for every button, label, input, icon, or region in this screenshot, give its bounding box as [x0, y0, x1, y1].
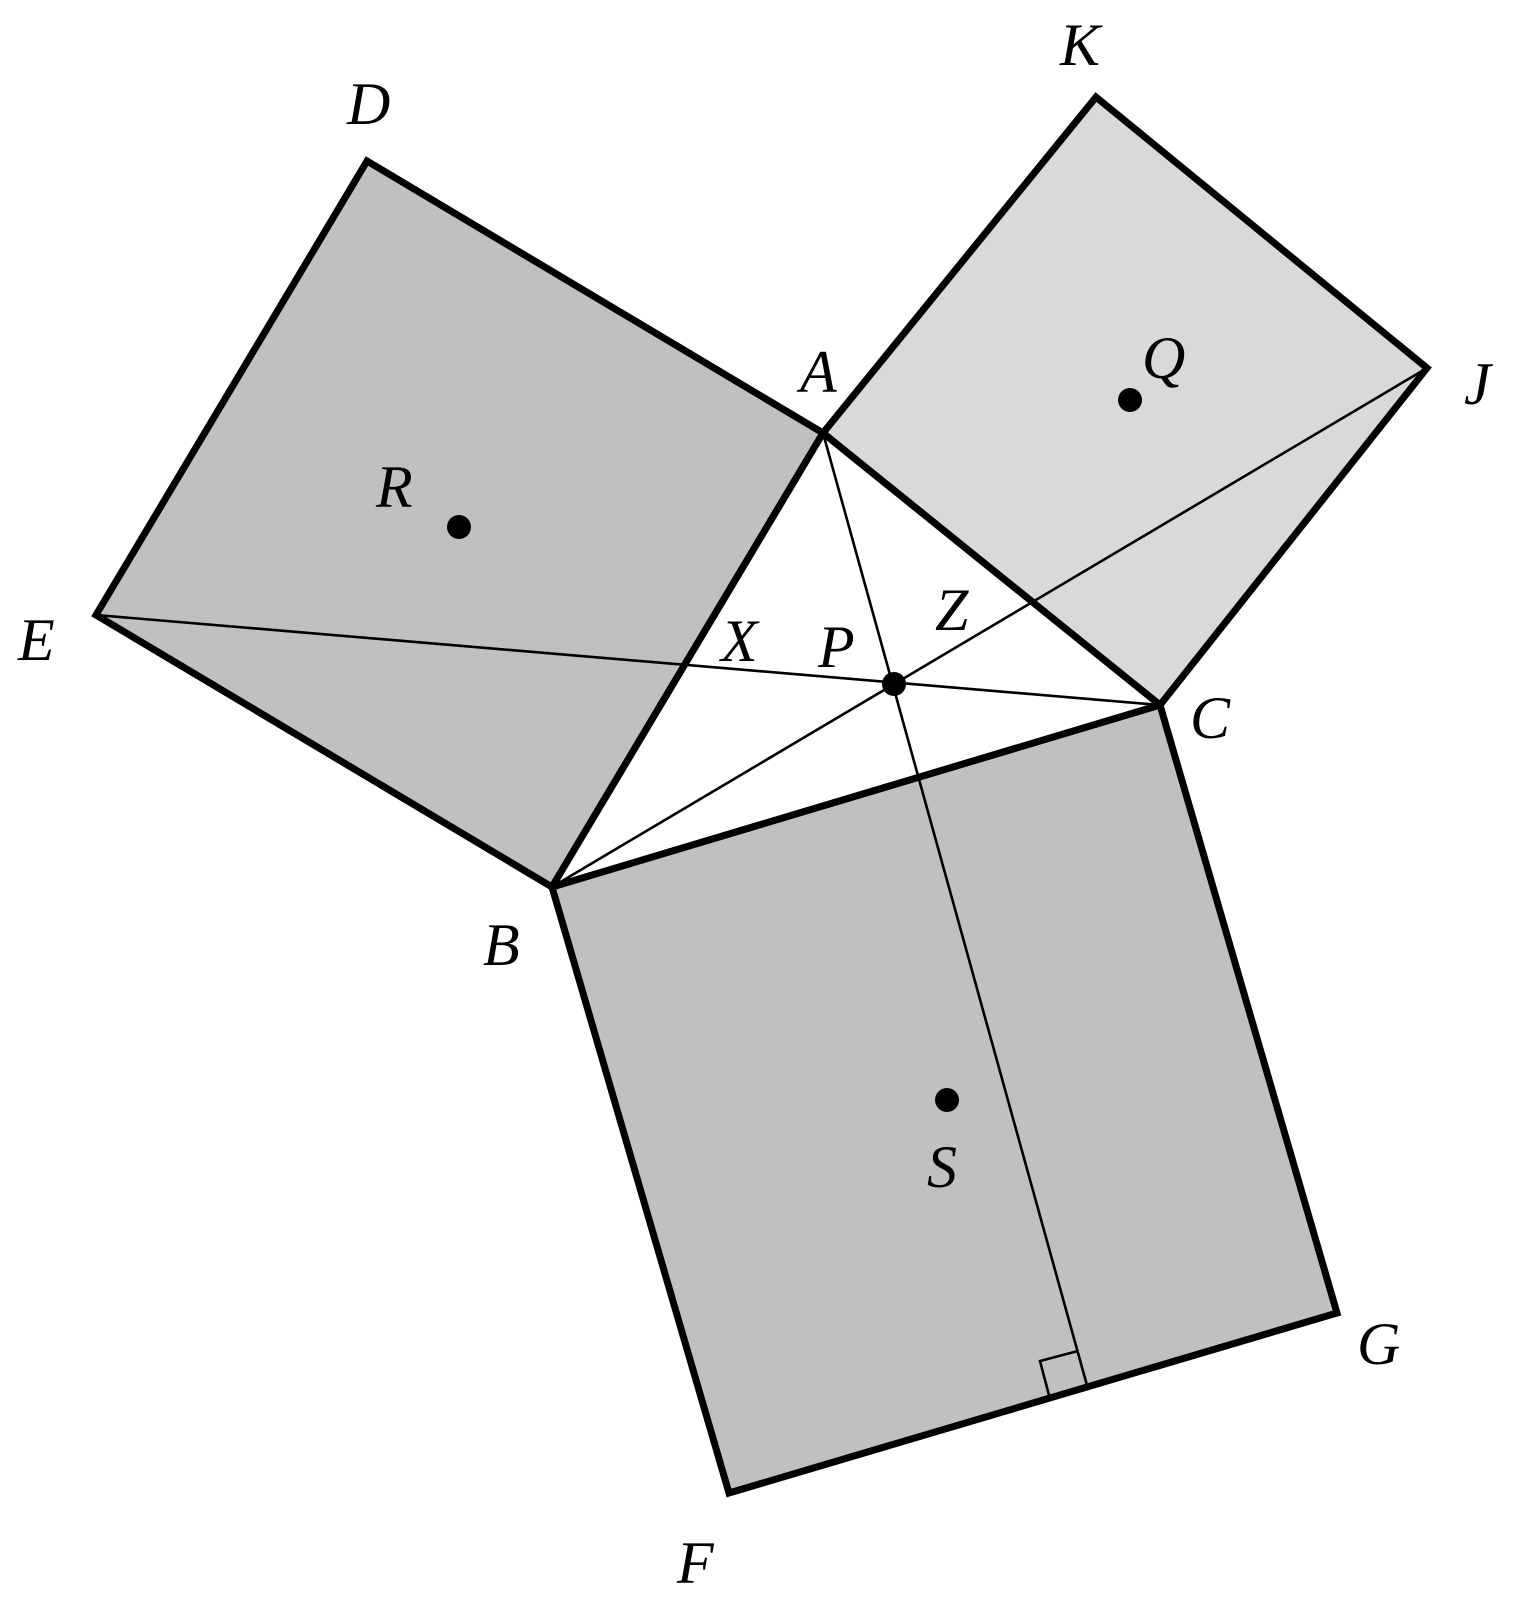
side-ac	[819, 429, 1164, 709]
label-s: S	[927, 1134, 957, 1200]
segment-ec	[94, 613, 1162, 707]
label-f: F	[676, 1530, 715, 1596]
label-b: B	[483, 912, 520, 978]
side-ab	[548, 429, 827, 891]
label-c: C	[1190, 685, 1231, 751]
label-a: A	[796, 339, 837, 405]
point-r	[447, 515, 471, 539]
segment-bj	[550, 366, 1429, 889]
point-s	[935, 1088, 959, 1112]
side-bc	[548, 701, 1164, 891]
label-k: K	[1059, 12, 1103, 78]
point-q	[1118, 388, 1142, 412]
right-angle-marker	[1038, 1349, 1079, 1400]
label-e: E	[17, 607, 55, 673]
label-j: J	[1464, 351, 1493, 417]
label-g: G	[1357, 1311, 1400, 1377]
altitude-from-a	[821, 431, 1090, 1391]
label-z: Z	[935, 577, 969, 643]
label-x: X	[719, 608, 760, 674]
label-p: P	[817, 614, 855, 680]
label-q: Q	[1142, 325, 1185, 391]
point-p	[882, 672, 906, 696]
label-r: R	[375, 454, 413, 520]
triangle-abc	[552, 433, 1160, 887]
label-d: D	[346, 71, 390, 137]
